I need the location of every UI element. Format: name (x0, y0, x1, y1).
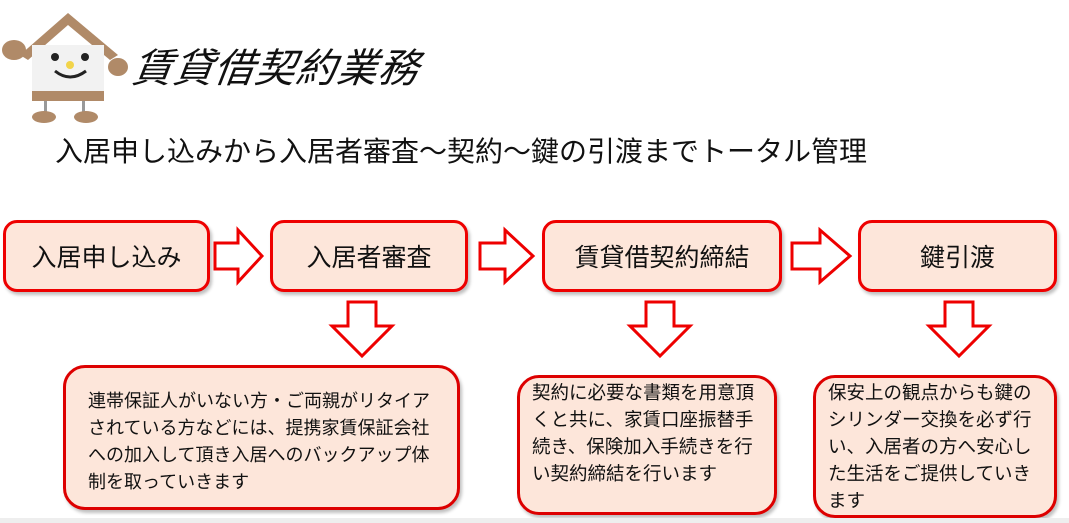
subtitle: 入居申し込みから入居者審査〜契約〜鍵の引渡までトータル管理 (55, 135, 868, 168)
right-arrow-icon (790, 226, 853, 286)
footer-bar (0, 518, 1069, 523)
note-key-handover: 保安上の観点からも鍵のシリンダー交換を必ず行い、入居者の方へ安心した生活をご提供… (813, 375, 1057, 518)
down-arrow-icon (328, 300, 396, 359)
note-contract: 契約に必要な書類を用意頂くと共に、家賃口座振替手続き、保険加入手続きを行い契約締… (517, 375, 777, 515)
right-arrow-icon (213, 226, 265, 286)
note-screening: 連帯保証人がいない方・ご両親がリタイアされている方などには、提携家賃保証会社への… (63, 365, 460, 510)
right-arrow-icon (478, 226, 536, 286)
down-arrow-icon (626, 300, 694, 359)
house-mascot-icon (2, 13, 128, 123)
page-title: 賃貸借契約業務 (129, 46, 423, 92)
down-arrow-icon (925, 300, 993, 359)
step-application: 入居申し込み (3, 220, 210, 292)
step-screening: 入居者審査 (270, 220, 468, 292)
step-key-handover: 鍵引渡 (858, 220, 1057, 292)
step-contract: 賃貸借契約締結 (542, 220, 782, 292)
